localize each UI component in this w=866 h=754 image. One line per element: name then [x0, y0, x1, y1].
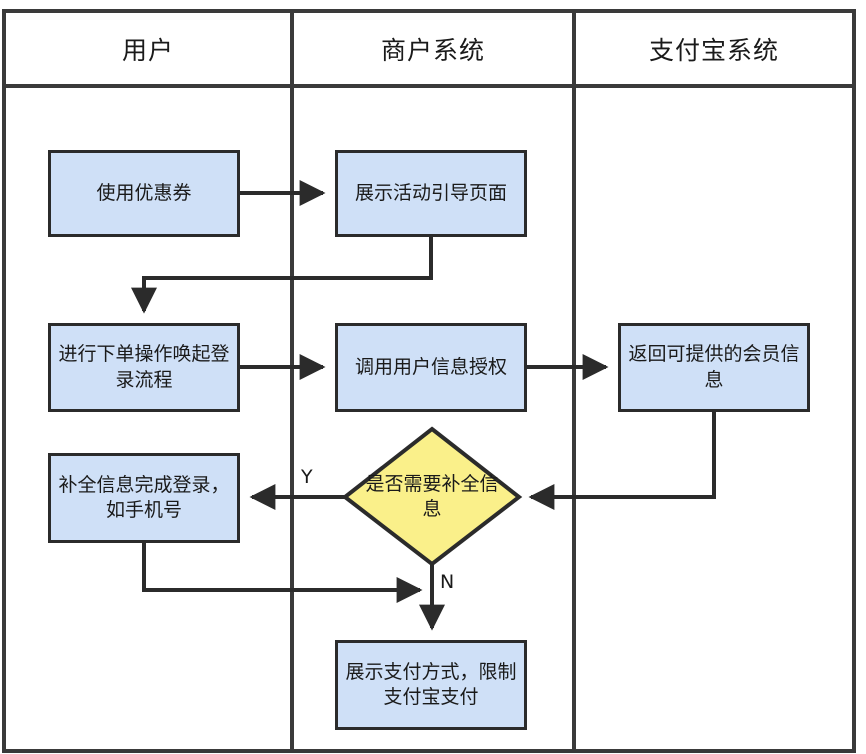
lane-header-alipay: 支付宝系统 — [574, 11, 854, 86]
lane-header-merchant: 商户系统 — [292, 11, 574, 86]
edge-n5-n7 — [528, 412, 716, 510]
swimlane-frame — [2, 9, 856, 753]
node-use-coupon[interactable]: 使用优惠券 — [48, 150, 240, 237]
node-need-complete-info-decision[interactable]: 是否需要补全信息 — [355, 455, 509, 539]
node-show-payment-methods-label: 展示支付方式，限制支付宝支付 — [345, 660, 517, 708]
node-use-coupon-label: 使用优惠券 — [96, 181, 192, 204]
node-show-payment-methods[interactable]: 展示支付方式，限制支付宝支付 — [335, 640, 527, 730]
lane-header-user-label: 用户 — [121, 35, 174, 65]
node-need-complete-info-decision-label: 是否需要补全信息 — [365, 472, 499, 520]
node-return-member-info-label: 返回可提供的会员信息 — [628, 343, 800, 391]
connector-layer — [131, 180, 716, 631]
edge-label-yes-text: Y — [301, 466, 313, 488]
node-place-order-login-label: 进行下单操作唤起登录流程 — [58, 343, 230, 391]
edge-n2-n3 — [131, 237, 433, 314]
node-return-member-info[interactable]: 返回可提供的会员信息 — [618, 323, 810, 412]
edge-label-no: N — [440, 571, 454, 593]
lane-header-user: 用户 — [4, 11, 292, 86]
node-call-user-info-auth[interactable]: 调用用户信息授权 — [335, 323, 527, 412]
lane-header-merchant-label: 商户系统 — [380, 35, 485, 65]
node-show-activity-page-label: 展示活动引导页面 — [354, 181, 507, 204]
edge-label-yes: Y — [301, 466, 313, 488]
lane-header-alipay-label: 支付宝系统 — [648, 35, 779, 65]
edge-label-no-text: N — [440, 571, 455, 593]
node-call-user-info-auth-label: 调用用户信息授权 — [354, 355, 507, 378]
node-place-order-login[interactable]: 进行下单操作唤起登录流程 — [48, 323, 240, 412]
node-show-activity-page[interactable]: 展示活动引导页面 — [335, 150, 527, 237]
node-complete-info-login-label: 补全信息完成登录，如手机号 — [58, 473, 230, 521]
edge-n6-n8 — [142, 543, 423, 603]
node-complete-info-login[interactable]: 补全信息完成登录，如手机号 — [48, 453, 240, 543]
